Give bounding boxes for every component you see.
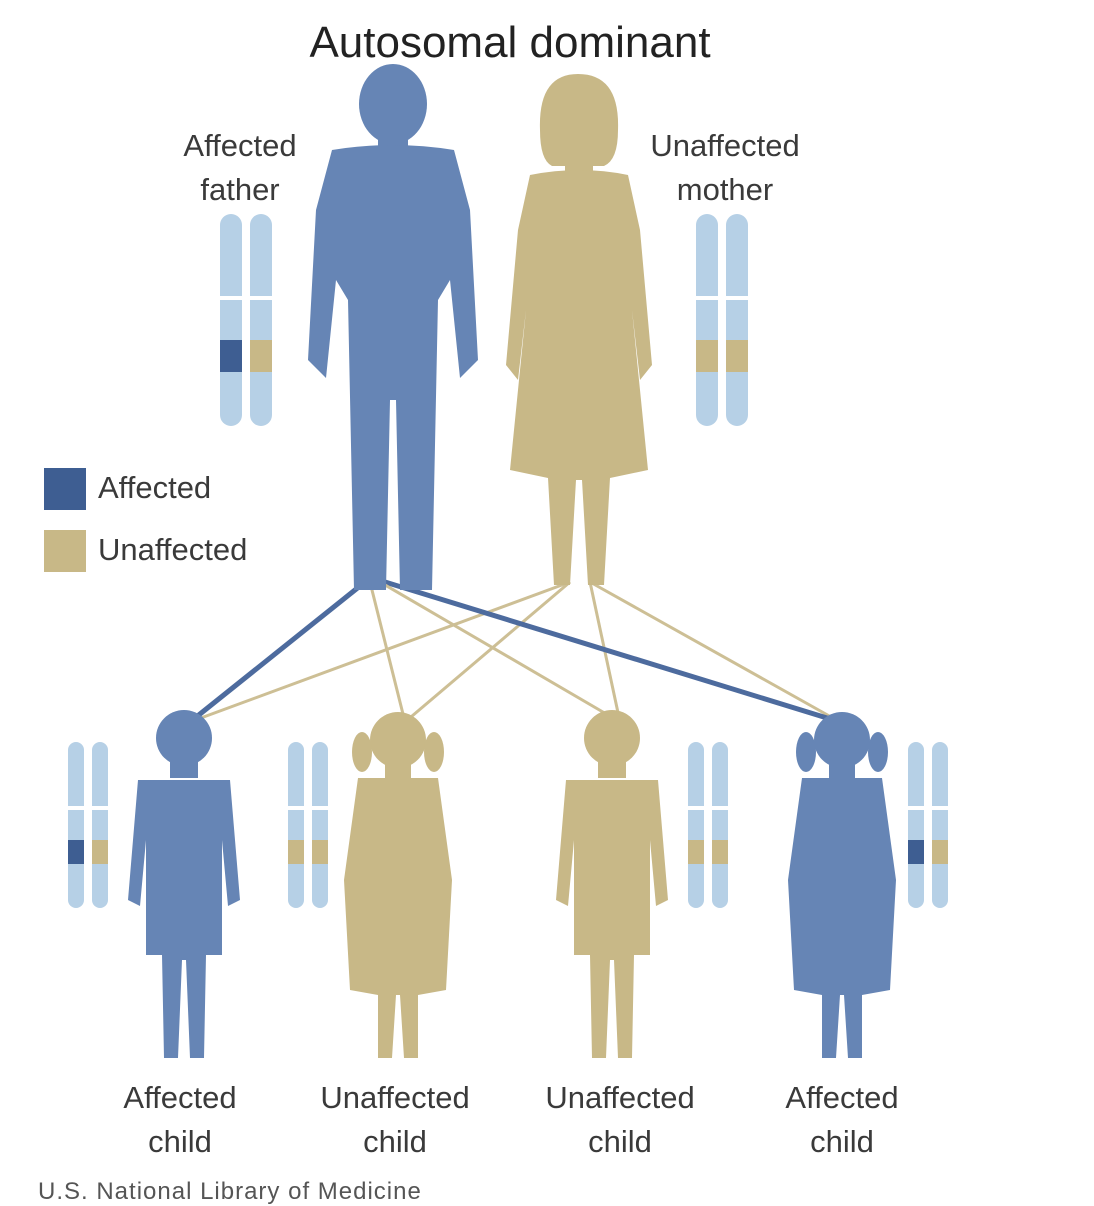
father-chromosomes [220,214,272,426]
legend-unaffected-swatch [44,530,86,572]
mother-label: Unaffected mother [650,128,800,207]
child-1-figure [128,710,240,1058]
child-3-figure [556,710,668,1058]
child-4-chromosomes [908,742,948,908]
child-4-label: Affected child [785,1080,899,1159]
mother-chromosomes [696,214,748,426]
father-label: Affected father [183,128,297,207]
mother-inheritance-lines [189,580,841,724]
child-2-label: Unaffected child [320,1080,470,1159]
mother-figure [506,74,652,585]
child-4-figure [788,712,896,1058]
child-1-chromosomes [68,742,108,908]
legend-unaffected-label: Unaffected [98,532,248,567]
source-credit: U.S. National Library of Medicine [38,1178,422,1205]
child-3-label: Unaffected child [545,1080,695,1159]
diagram-title: Autosomal dominant [309,18,711,67]
legend-affected-swatch [44,468,86,510]
father-figure [308,64,478,590]
child-2-figure [344,712,452,1058]
father-inheritance-lines [188,579,841,725]
legend-affected-label: Affected [98,470,212,505]
child-3-chromosomes [688,742,728,908]
child-2-chromosomes [288,742,328,908]
child-1-label: Affected child [123,1080,237,1159]
